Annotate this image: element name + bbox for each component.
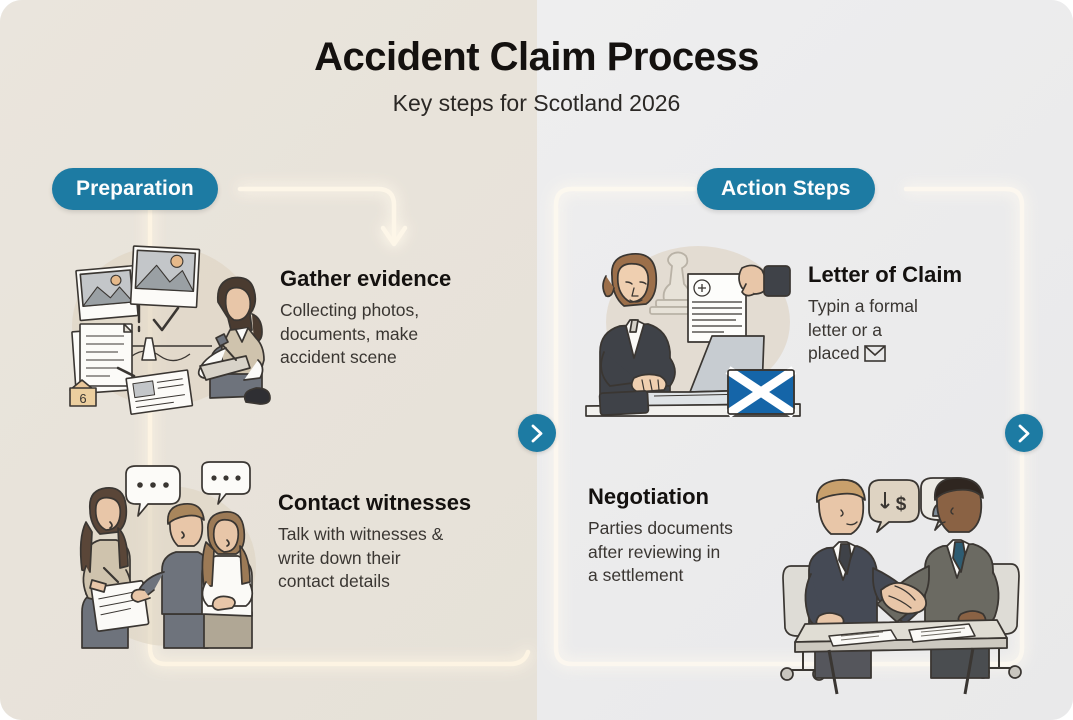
step-gather-evidence[interactable]: 6 (60, 238, 530, 415)
step-gather-evidence-description: Collecting photos, documents, make accid… (280, 300, 420, 367)
nav-chevron-right[interactable] (1005, 414, 1043, 452)
chevron-right-icon (1017, 424, 1032, 443)
step-contact-witnesses-text: Contact witnesses Talk with witnesses & … (278, 490, 528, 593)
step-letter-of-claim-description: Typin a formal letter or a placed (808, 295, 1020, 365)
svg-text:6: 6 (79, 391, 86, 406)
witness-interview-illustration (60, 461, 272, 649)
handshake-negotiation-illustration: $ (780, 477, 1022, 695)
step-contact-witnesses[interactable]: Contact witnesses Talk with witnesses & … (60, 461, 540, 649)
envelope-icon (863, 345, 886, 362)
badge-preparation[interactable]: Preparation (52, 168, 218, 210)
step-negotiation-description: Parties documents after reviewing in a s… (588, 518, 733, 585)
page-title: Accident Claim Process (314, 35, 759, 79)
chevron-right-icon (530, 424, 545, 443)
step-negotiation-text: Negotiation Parties documents after revi… (588, 484, 793, 587)
page-subtitle: Key steps for Scotland 2026 (392, 90, 681, 116)
step-contact-witnesses-description: Talk with witnesses & write down their c… (278, 524, 444, 591)
header: Accident Claim Process Key steps for Sco… (0, 34, 1073, 118)
nav-chevron-middle[interactable] (518, 414, 556, 452)
step-letter-of-claim-description-text: Typin a formal letter or a placed (808, 296, 918, 363)
lawyer-typing-letter-illustration (585, 240, 801, 418)
step-negotiation[interactable]: Negotiation Parties documents after revi… (588, 477, 1068, 695)
badge-preparation-label: Preparation (76, 177, 194, 200)
step-letter-of-claim[interactable]: Letter of Claim Typin a formal letter or… (585, 240, 1056, 418)
step-negotiation-title: Negotiation (588, 484, 709, 509)
evidence-collection-illustration: 6 (60, 238, 272, 415)
step-gather-evidence-title: Gather evidence (280, 266, 452, 291)
step-letter-of-claim-text: Letter of Claim Typin a formal letter or… (808, 262, 1020, 365)
step-gather-evidence-text: Gather evidence Collecting photos, docum… (280, 266, 520, 369)
step-letter-of-claim-title: Letter of Claim (808, 262, 963, 287)
badge-action-steps-label: Action Steps (721, 177, 851, 200)
step-contact-witnesses-title: Contact witnesses (278, 490, 472, 515)
svg-text:$: $ (896, 494, 907, 515)
badge-action-steps[interactable]: Action Steps (697, 168, 875, 210)
